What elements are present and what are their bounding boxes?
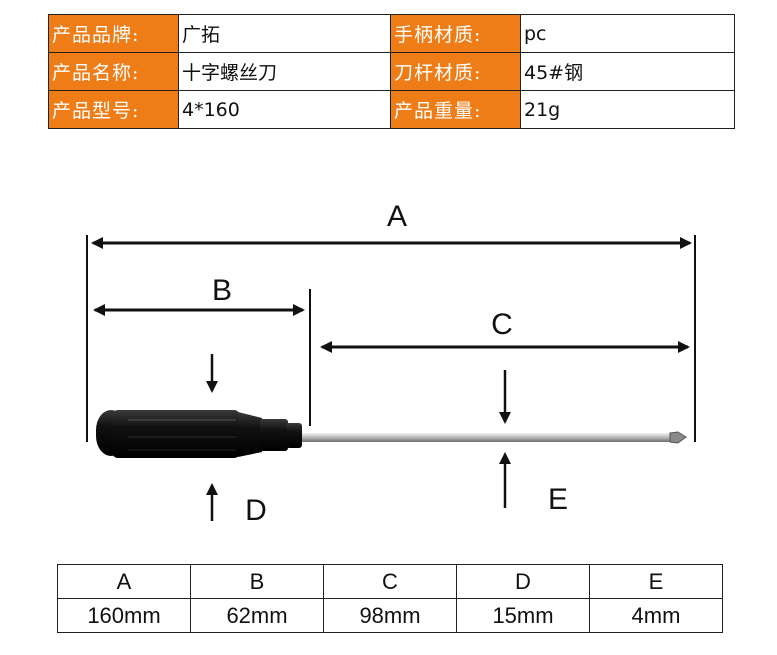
dimension-header-a: A — [57, 564, 191, 599]
dimension-b-label: B — [212, 274, 232, 307]
dimension-header-c: C — [323, 564, 457, 599]
product-name-label: 产品名称: — [48, 52, 179, 91]
dimension-c-label: C — [491, 308, 513, 341]
dimension-value-a: 160mm — [57, 598, 191, 633]
spec-row-name: 产品名称: 十字螺丝刀 刀杆材质: 45#钢 — [48, 52, 735, 91]
dimension-e-label: E — [548, 483, 568, 516]
screwdriver-handle — [96, 410, 302, 458]
spec-row-model: 产品型号: 4*160 产品重量: 21g — [48, 90, 735, 129]
shaft-material-label: 刀杆材质: — [390, 52, 521, 91]
dimension-table: A B C D E 160mm 62mm 98mm 15mm 4mm — [57, 564, 723, 633]
spec-row-brand: 产品品牌: 广拓 手柄材质: pc — [48, 14, 735, 53]
dimension-header-d: D — [456, 564, 590, 599]
weight-value: 21g — [520, 90, 735, 129]
dimension-header-b: B — [190, 564, 324, 599]
shaft-material-value: 45#钢 — [520, 52, 735, 91]
spec-table: 产品品牌: 广拓 手柄材质: pc 产品名称: 十字螺丝刀 刀杆材质: 45#钢… — [48, 14, 735, 129]
product-name-value: 十字螺丝刀 — [178, 52, 391, 91]
brand-label: 产品品牌: — [48, 14, 179, 53]
dimension-value-d: 15mm — [456, 598, 590, 633]
handle-material-label: 手柄材质: — [390, 14, 521, 53]
brand-value: 广拓 — [178, 14, 391, 53]
dimension-value-b: 62mm — [190, 598, 324, 633]
weight-label: 产品重量: — [390, 90, 521, 129]
handle-material-value: pc — [520, 14, 735, 53]
dimension-a-label: A — [387, 200, 407, 233]
dimension-header-row: A B C D E — [57, 564, 723, 599]
screwdriver-shaft — [300, 433, 672, 442]
model-label: 产品型号: — [48, 90, 179, 129]
dimension-d-label: D — [245, 494, 267, 527]
dimension-value-c: 98mm — [323, 598, 457, 633]
dimension-value-row: 160mm 62mm 98mm 15mm 4mm — [57, 598, 723, 633]
model-value: 4*160 — [178, 90, 391, 129]
screwdriver-diagram: A B C D E — [86, 200, 696, 527]
dimension-value-e: 4mm — [589, 598, 723, 633]
dimension-header-e: E — [589, 564, 723, 599]
screwdriver-tip — [669, 431, 687, 444]
